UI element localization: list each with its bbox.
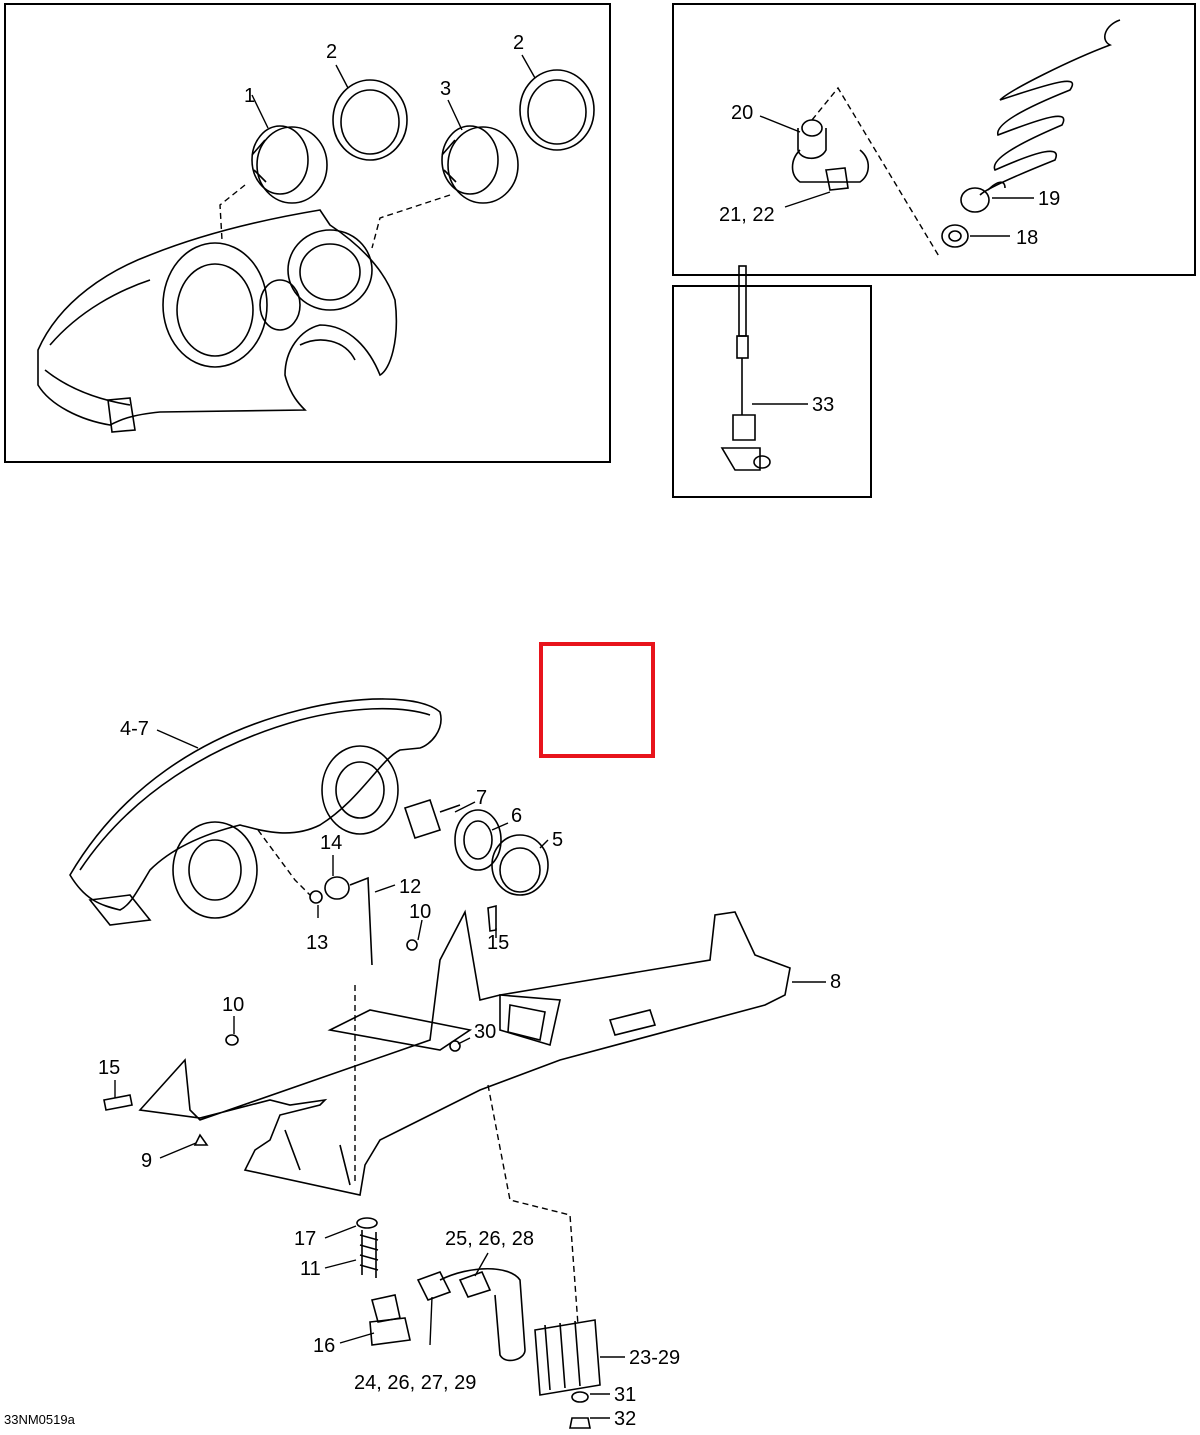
cap-18 — [941, 224, 969, 248]
switch-tether-panel — [672, 3, 1196, 276]
diagram-code: 33NM0519a — [4, 1412, 75, 1427]
callout-9: 9 — [141, 1150, 153, 1172]
tether-cord-19 — [960, 19, 1121, 213]
callout-32: 32 — [614, 1408, 637, 1430]
callout-2-left: 2 — [326, 41, 338, 63]
callout-16: 16 — [313, 1335, 336, 1357]
callout-14: 14 — [320, 832, 343, 854]
callout-1: 1 — [244, 85, 256, 107]
main-leader-lines — [114, 729, 826, 1419]
callout-7: 7 — [476, 787, 488, 809]
callout-18: 18 — [1016, 227, 1039, 249]
callout-20: 20 — [731, 102, 754, 124]
boot-5 — [491, 834, 549, 896]
callout-25-26-28: 25, 26, 28 — [445, 1228, 534, 1250]
adjuster-12-14-13 — [309, 876, 373, 966]
gauge-housing — [37, 209, 398, 433]
callout-17: 17 — [294, 1228, 317, 1250]
callout-8: 8 — [830, 971, 842, 993]
callout-33: 33 — [812, 394, 835, 416]
callout-19: 19 — [1038, 188, 1061, 210]
gauge-lens-1 — [251, 125, 328, 204]
speed-sensor-panel — [672, 285, 872, 498]
callout-12: 12 — [399, 876, 422, 898]
callout-5: 5 — [552, 829, 564, 851]
callout-11: 11 — [300, 1258, 321, 1280]
callout-13: 13 — [306, 932, 329, 954]
speed-sensor-33 — [720, 265, 771, 471]
headlight-housing — [69, 698, 442, 926]
callout-6: 6 — [511, 805, 523, 827]
knob-16 — [369, 1294, 411, 1346]
switch-body-20 — [791, 119, 870, 191]
gauge-leader-lines — [219, 54, 536, 249]
gauge-lens-3 — [441, 125, 519, 204]
switch-leader-lines — [759, 86, 1034, 259]
gauge-cluster-panel — [4, 3, 611, 463]
bezel-ring-2-left — [332, 79, 408, 161]
callout-31: 31 — [614, 1384, 637, 1406]
callout-23-29: 23-29 — [629, 1347, 681, 1369]
bezel-ring-2-right — [519, 69, 595, 151]
callout-24-26-27-29: 24, 26, 27, 29 — [354, 1372, 477, 1394]
callout-10-upper: 10 — [409, 901, 432, 923]
support-plate-8 — [138, 909, 791, 1196]
bulb-7 — [403, 798, 461, 840]
highlight-box — [539, 642, 655, 758]
socket-ring-6 — [454, 809, 502, 871]
callout-15-lower: 15 — [98, 1057, 121, 1079]
callout-21-22: 21, 22 — [719, 204, 775, 226]
callout-2-right: 2 — [513, 32, 525, 54]
callout-10-lower: 10 — [222, 994, 245, 1016]
callout-3: 3 — [440, 78, 452, 100]
callout-30: 30 — [474, 1021, 497, 1043]
spring-washer-17-11 — [356, 1217, 379, 1278]
callout-4-7: 4-7 — [120, 718, 149, 740]
regulator-23-29 — [534, 1319, 601, 1429]
callout-15-upper: 15 — [487, 932, 510, 954]
fasteners — [103, 904, 497, 1146]
harness-connectors — [416, 1267, 526, 1362]
